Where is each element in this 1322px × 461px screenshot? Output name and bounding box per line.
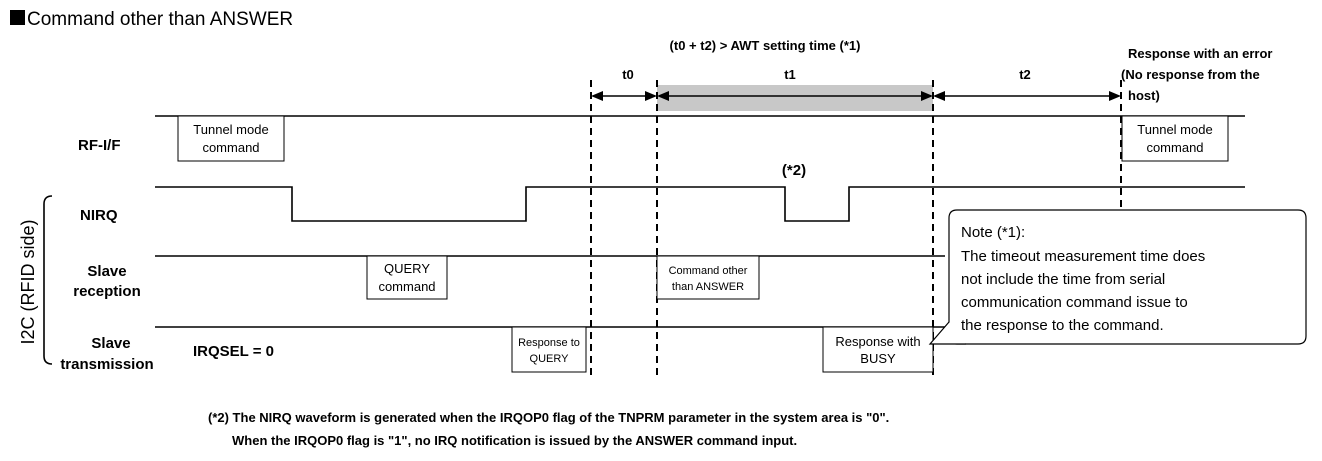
error-response-line-3: host) [1128, 88, 1160, 103]
note-title: Note (*1): [961, 224, 1025, 241]
note-line-4: the response to the command. [961, 317, 1164, 334]
interval-t1-arrow [657, 91, 933, 101]
query-command-box: QUERY command [366, 255, 448, 300]
nirq-waveform [155, 186, 1245, 222]
awt-condition-text: (t0 + t2) > AWT setting time (*1) [670, 38, 861, 53]
svg-text:Command other: Command other [669, 265, 748, 277]
svg-text:Tunnel mode: Tunnel mode [1137, 122, 1212, 137]
svg-text:BUSY: BUSY [860, 351, 896, 366]
rf-tunnel-mode-command-box-2: Tunnel mode command [1121, 115, 1229, 162]
svg-text:QUERY: QUERY [384, 261, 430, 276]
interval-t0-label: t0 [622, 67, 634, 82]
interval-t2-arrow [933, 91, 1121, 101]
diagram-title: Command other than ANSWER [27, 9, 293, 30]
signal-label-slave-reception-2: reception [73, 283, 141, 300]
svg-text:Response with: Response with [835, 334, 920, 349]
irqsel-label: IRQSEL = 0 [193, 343, 274, 360]
signal-label-nirq: NIRQ [80, 207, 118, 224]
footnote-line-1: (*2) The NIRQ waveform is generated when… [208, 410, 889, 425]
interval-t1-label: t1 [784, 67, 796, 82]
note-callout: Note (*1): The timeout measurement time … [928, 209, 1307, 345]
note-line-3: communication command issue to [961, 294, 1188, 311]
star2-label: (*2) [782, 162, 806, 179]
svg-text:command: command [378, 279, 435, 294]
response-with-busy-box: Response with BUSY [822, 326, 934, 373]
footnote-line-2: When the IRQOP0 flag is "1", no IRQ noti… [232, 433, 797, 448]
response-to-query-box: Response to QUERY [511, 326, 587, 373]
svg-text:than ANSWER: than ANSWER [672, 281, 744, 293]
signal-label-slave-reception-1: Slave [87, 263, 126, 280]
note-line-1: The timeout measurement time does [961, 248, 1205, 265]
error-response-line-2: (No response from the [1121, 67, 1260, 82]
signal-label-slave-transmission-2: transmission [60, 356, 153, 373]
interval-t2-label: t2 [1019, 67, 1031, 82]
i2c-group-label: I2C (RFID side) [18, 219, 38, 344]
rf-tunnel-mode-command-box-1: Tunnel mode command [177, 115, 285, 162]
error-response-line-1: Response with an error [1128, 46, 1272, 61]
signal-label-rf-if: RF-I/F [78, 137, 121, 154]
svg-text:Response to: Response to [518, 337, 580, 349]
command-other-than-answer-box: Command other than ANSWER [656, 255, 760, 300]
svg-text:QUERY: QUERY [530, 353, 570, 365]
title-square-bullet [10, 10, 25, 25]
i2c-group-bracket [43, 195, 53, 365]
note-line-2: not include the time from serial [961, 271, 1165, 288]
svg-text:command: command [202, 140, 259, 155]
svg-text:Tunnel mode: Tunnel mode [193, 122, 268, 137]
interval-t0-arrow [591, 91, 657, 101]
t1-shaded-band [657, 85, 933, 111]
signal-label-slave-transmission-1: Slave [91, 335, 130, 352]
svg-text:command: command [1146, 140, 1203, 155]
